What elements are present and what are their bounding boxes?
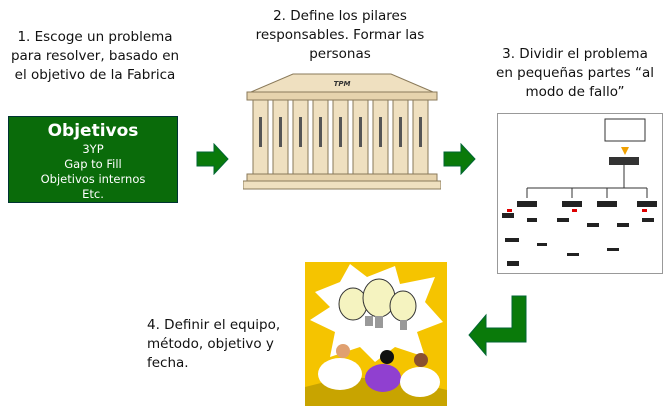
temple-label: TPM [334, 80, 351, 88]
arrow-down-left-icon [468, 295, 527, 357]
failure-mode-tree-image [497, 113, 663, 274]
team-meeting-image [305, 262, 447, 406]
objetivos-box: Objetivos 3YP Gap to Fill Objetivos inte… [8, 116, 178, 203]
objetivos-title: Objetivos [47, 121, 139, 141]
arrow-right-icon [196, 143, 229, 175]
tpm-temple-image: TPM [243, 73, 441, 190]
arrow-right-icon [443, 143, 476, 175]
